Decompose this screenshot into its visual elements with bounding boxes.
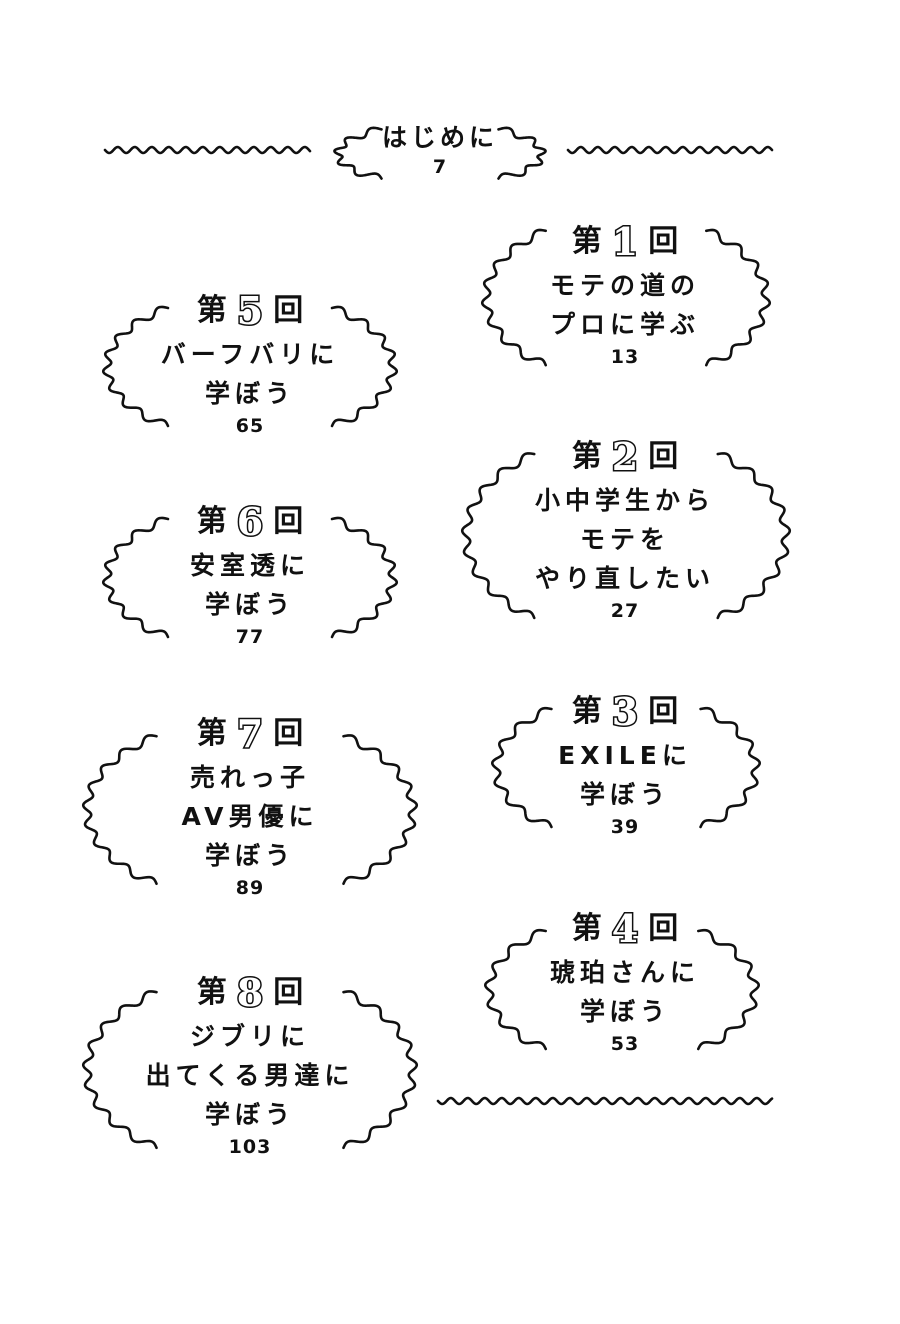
chapter-prefix: 第 [196,716,227,751]
chapter-page-number: 89 [235,877,265,899]
intro-label: はじめに [381,123,498,152]
chapter-number: 4 [610,905,640,952]
chapter-title-line: プロに学ぶ [549,310,700,339]
chapter-title-line: 小中学生から [534,486,715,515]
chapter-title-line: 売れっ子 [189,763,310,792]
chapter-page-number: 65 [235,415,265,437]
wavy-bracket-left [101,516,170,639]
wavy-bracket-right [342,990,419,1150]
chapter-prefix: 第 [196,975,227,1010]
chapter-heading: 第 4 回 [470,905,780,953]
toc-intro[interactable]: はじめに 7 [340,122,540,180]
wavy-bracket-left [484,928,548,1051]
chapter-number: 8 [235,969,265,1016]
chapter-number: 2 [610,433,640,480]
chapter-prefix: 第 [196,504,227,539]
wavy-bracket-left [81,990,158,1150]
chapter-title-line: 出てくる男達に [145,1061,355,1090]
toc-chapter-1[interactable]: 第 1 回 モテの道の プロに学ぶ 13 [470,218,780,370]
chapter-prefix: 第 [571,694,602,729]
toc-chapter-2[interactable]: 第 2 回 小中学生から モテを やり直したい 27 [460,433,790,624]
chapter-page-number: 27 [610,600,640,622]
chapter-heading: 第 7 回 [80,710,420,758]
chapter-heading: 第 8 回 [80,969,420,1017]
intro-page-number: 7 [432,156,448,178]
chapter-page-number: 103 [228,1136,272,1158]
wavy-bracket-left [81,734,158,886]
chapter-title-line: 学ぼう [204,590,295,619]
chapter-title-line: 学ぼう [204,379,295,408]
chapter-title-line: モテを [579,525,670,554]
chapter-title-line: 安室透に [189,551,310,580]
chapter-title-line: EXILEに [558,741,692,770]
chapter-title-line: 学ぼう [204,1100,295,1129]
chapter-suffix: 回 [648,911,679,946]
chapter-heading: 第 5 回 [95,287,405,335]
chapter-title-line: モテの道の [549,271,700,300]
chapter-suffix: 回 [648,224,679,259]
chapter-prefix: 第 [571,439,602,474]
chapter-heading: 第 1 回 [470,218,780,266]
chapter-page-number: 39 [610,816,640,838]
chapter-page-number: 77 [235,626,265,648]
chapter-title-line: 学ぼう [579,997,670,1026]
wavy-bracket-left [333,126,383,180]
chapter-suffix: 回 [648,694,679,729]
chapter-title-line: 琥珀さんに [549,958,700,987]
chapter-suffix: 回 [273,716,304,751]
wavy-bracket-left [480,228,547,367]
chapter-number: 7 [235,710,265,757]
wavy-bracket-right [330,516,399,639]
chapter-title-line: 学ぼう [204,841,295,870]
chapter-number: 1 [610,218,640,265]
toc-chapter-7[interactable]: 第 7 回 売れっ子 AV男優に 学ぼう 89 [80,710,420,901]
chapter-suffix: 回 [648,439,679,474]
chapter-title-line: やり直したい [534,564,715,593]
chapter-number: 3 [610,688,640,735]
chapter-page-number: 13 [610,346,640,368]
wavy-bracket-right [699,706,761,829]
chapter-suffix: 回 [273,975,304,1010]
chapter-title-line: バーフバリに [160,340,340,369]
chapter-prefix: 第 [571,224,602,259]
chapter-suffix: 回 [273,293,304,328]
chapter-title-line: 学ぼう [579,780,670,809]
wavy-bracket-left [491,706,553,829]
wavy-bracket-right [716,452,792,620]
toc-chapter-5[interactable]: 第 5 回 バーフバリに 学ぼう 65 [95,287,405,439]
chapter-suffix: 回 [273,504,304,539]
chapter-heading: 第 2 回 [460,433,790,481]
chapter-heading: 第 6 回 [95,498,405,546]
wavy-bracket-right [696,928,760,1051]
chapter-number: 5 [235,287,265,334]
wavy-bracket-right [497,126,547,180]
wavy-rule [103,145,312,155]
toc-chapter-4[interactable]: 第 4 回 琥珀さんに 学ぼう 53 [470,905,780,1057]
wavy-bracket-right [342,734,419,886]
chapter-title-line: AV男優に [181,802,319,831]
wavy-bracket-left [101,305,170,428]
chapter-title-line: ジブリに [189,1022,310,1051]
wavy-bracket-right [705,228,772,367]
chapter-heading: 第 3 回 [470,688,780,736]
wavy-rule [436,1096,774,1106]
wavy-bracket-left [460,452,536,620]
toc-chapter-3[interactable]: 第 3 回 EXILEに 学ぼう 39 [470,688,780,840]
toc-chapter-6[interactable]: 第 6 回 安室透に 学ぼう 77 [95,498,405,650]
chapter-prefix: 第 [571,911,602,946]
chapter-prefix: 第 [196,293,227,328]
chapter-page-number: 53 [610,1033,640,1055]
toc-chapter-8[interactable]: 第 8 回 ジブリに 出てくる男達に 学ぼう 103 [80,969,420,1160]
chapter-number: 6 [235,498,265,545]
wavy-bracket-right [330,305,399,428]
wavy-rule [566,145,774,155]
